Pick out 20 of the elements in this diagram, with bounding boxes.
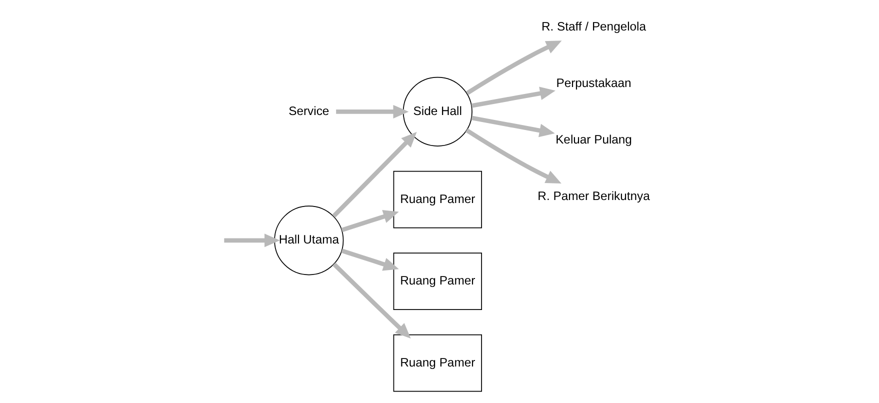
node-box: Ruang Pamer <box>393 252 482 310</box>
arrow <box>466 40 562 96</box>
node-box: Ruang Pamer <box>393 334 482 392</box>
node-text: Keluar Pulang <box>556 132 632 147</box>
arrow <box>471 86 556 108</box>
node-text: R. Pamer Berikutnya <box>538 189 650 204</box>
arrow <box>224 234 280 248</box>
node-text: Perpustakaan <box>556 76 632 90</box>
node-box: Ruang Pamer <box>393 170 482 228</box>
arrow <box>332 262 411 338</box>
node-text: R. Staff / Pengelola <box>542 20 646 34</box>
node-circle: Hall Utama <box>274 206 344 276</box>
node-circle: Side Hall <box>402 76 472 146</box>
arrow <box>465 128 562 184</box>
arrow <box>471 116 555 138</box>
arrow <box>341 248 399 271</box>
node-text: Service <box>288 104 330 118</box>
arrow <box>336 104 409 118</box>
arrow <box>341 210 399 232</box>
arrow <box>332 132 417 218</box>
